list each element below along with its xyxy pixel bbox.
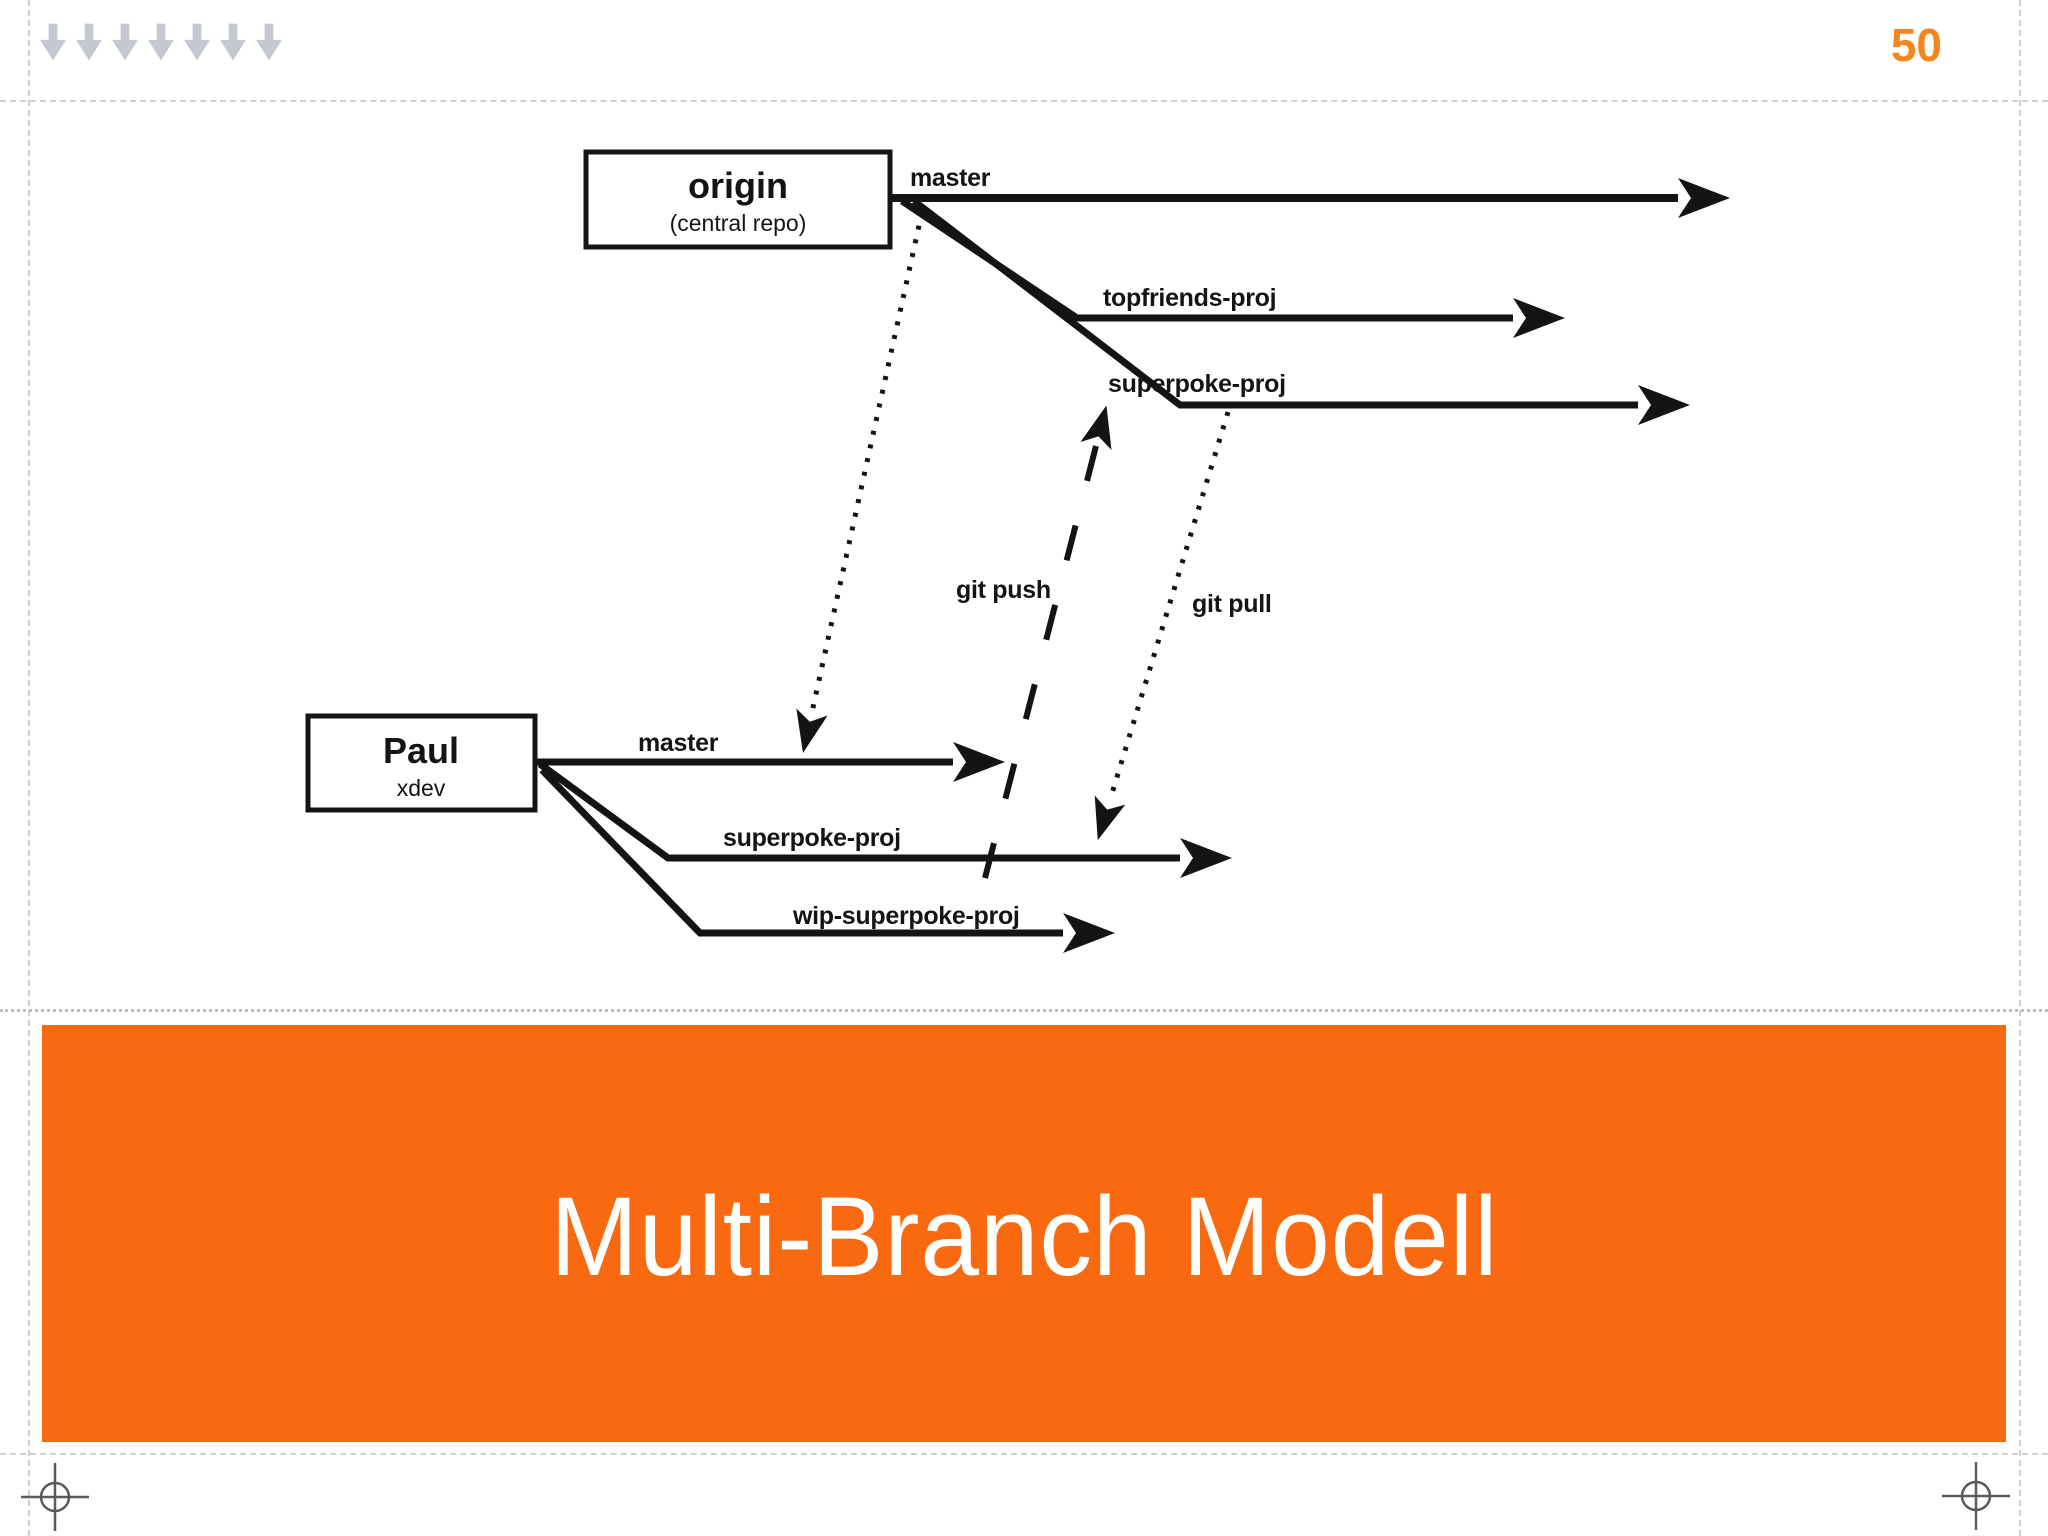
down-arrow-icon bbox=[76, 23, 102, 61]
origin-repo-box bbox=[583, 149, 893, 250]
origin-master-label: master bbox=[910, 164, 991, 192]
origin-topfriends-label: topfriends-proj bbox=[1103, 284, 1276, 312]
git-push-arrow bbox=[982, 405, 1112, 879]
paul-repo-box bbox=[305, 713, 538, 813]
down-arrow-icon bbox=[220, 23, 246, 61]
down-arrow-icon bbox=[148, 23, 174, 61]
origin-superpoke-label: superpoke-proj bbox=[1108, 370, 1286, 398]
origin-repo-title: origin bbox=[688, 165, 788, 206]
origin-to-paul-tracking-arrow bbox=[796, 211, 925, 754]
registration-mark-left bbox=[21, 1463, 89, 1531]
git-pull-label: git pull bbox=[1192, 590, 1272, 618]
paul-superpoke-branch-line bbox=[537, 761, 1232, 878]
slide-transition-arrows bbox=[40, 22, 282, 62]
paul-repo-title: Paul bbox=[383, 730, 459, 771]
down-arrow-icon bbox=[112, 23, 138, 61]
paul-repo-subtitle: xdev bbox=[397, 775, 446, 801]
paul-wip-superpoke-branch-line bbox=[539, 767, 1115, 953]
slide-page-number: 50 bbox=[1890, 19, 1942, 71]
title-banner: Multi-Branch Modell bbox=[42, 1025, 2006, 1442]
layout-guide-horizontal-top bbox=[0, 100, 2048, 102]
slide-title: Multi-Branch Modell bbox=[549, 1174, 1499, 1299]
layout-guide-horizontal-below-banner bbox=[0, 1453, 2048, 1455]
paul-superpoke-label: superpoke-proj bbox=[723, 824, 901, 852]
git-push-label: git push bbox=[956, 576, 1051, 604]
origin-repo-subtitle: (central repo) bbox=[670, 210, 807, 236]
down-arrow-icon bbox=[256, 23, 282, 61]
down-arrow-icon bbox=[184, 23, 210, 61]
paul-master-label: master bbox=[638, 729, 719, 757]
down-arrow-icon bbox=[40, 23, 66, 61]
layout-guide-vertical-left bbox=[28, 0, 30, 1536]
paul-wip-superpoke-label: wip-superpoke-proj bbox=[792, 902, 1020, 930]
origin-superpoke-branch-line bbox=[911, 198, 1690, 425]
registration-mark-right bbox=[1942, 1462, 2010, 1530]
git-pull-arrow bbox=[1094, 411, 1231, 841]
layout-guide-horizontal-above-banner bbox=[0, 1009, 2048, 1012]
layout-guide-vertical-right bbox=[2019, 0, 2021, 1536]
